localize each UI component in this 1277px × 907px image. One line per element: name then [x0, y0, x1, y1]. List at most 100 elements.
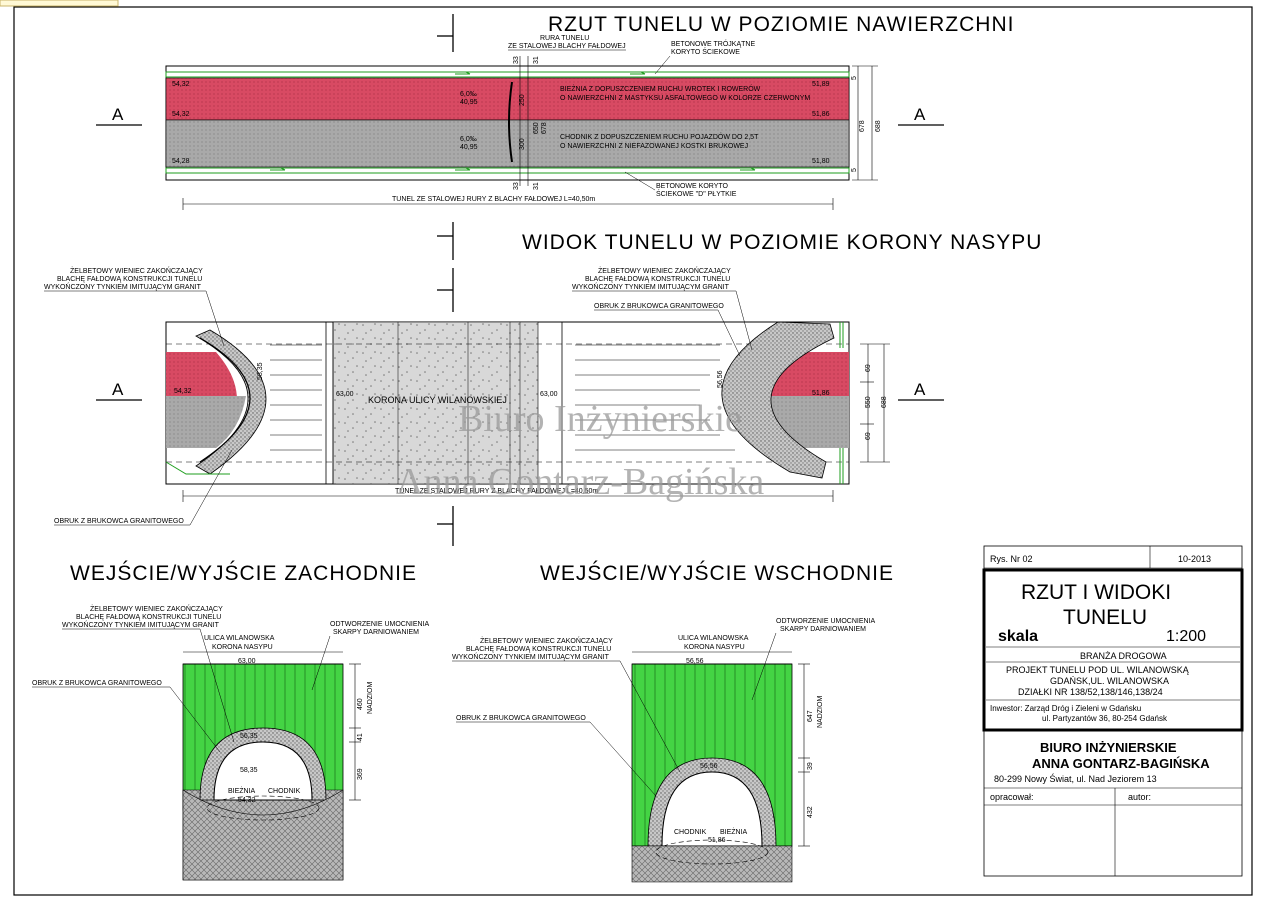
- section-marker-1-top: [437, 14, 454, 52]
- west-street-2: KORONA NASYPU: [212, 644, 273, 651]
- west-level-arc: 56,35: [240, 733, 258, 740]
- note-gutter-top-1: BETONOWE TRÓJKĄTNE: [671, 39, 755, 48]
- road-label: KORONA ULICY WILANOWSKIEJ: [368, 395, 507, 405]
- west-opening: [213, 741, 313, 801]
- view-dim-1: 69: [865, 364, 872, 372]
- west-entrance: WEJŚCIE/WYJŚCIE ZACHODNIE ULICA WILANOWS…: [32, 561, 429, 881]
- dim-mid-4: 650: [533, 122, 540, 134]
- east-note-crown-2: BLACHĘ FAŁDOWĄ KONSTRUKCJI TUNELU: [466, 646, 611, 653]
- view-section: WIDOK TUNELU W POZIOMIE KORONY NASYPU A …: [44, 231, 1042, 546]
- walkway: [165, 119, 850, 168]
- plan-title: RZUT TUNELU W POZIOMIE NAWIERZCHNI: [548, 13, 1014, 36]
- west-lane-left: BIEŻNIA: [228, 786, 256, 795]
- flow-arrows: [270, 71, 756, 171]
- east-entrance: WEJŚCIE/WYJŚCIE WSCHODNIE ULICA WILANOWS…: [452, 561, 894, 883]
- east-dim-1: 647: [807, 710, 814, 722]
- west-street-1: ULICA WILANOWSKA: [204, 635, 275, 642]
- east-dim-label: NADZIOM: [817, 696, 824, 728]
- east-level-top: 56,56: [686, 658, 704, 665]
- west-footing: [206, 795, 320, 821]
- drawing-date: 10-2013: [1178, 554, 1211, 564]
- branch-label: BRANŻA DROGOWA: [1080, 651, 1167, 661]
- view-note-crown-left-2: BLACHĘ FAŁDOWĄ KONSTRUKCJI TUNELU: [57, 276, 202, 283]
- note-pipe-2: ZE STALOWEJ BLACHY FAŁDOWEJ: [508, 43, 626, 50]
- title-block: Rys. Nr 02 10-2013 RZUT I WIDOKI TUNELU …: [982, 545, 1244, 877]
- section-letter: A: [914, 105, 926, 124]
- slope-2b: 40,95: [460, 144, 478, 151]
- watermark-line-1: Biuro Inżynierskie: [458, 398, 742, 440]
- east-note-slope-1: ODTWORZENIE UMOCNIENIA: [776, 618, 875, 625]
- view-level-arc-right: 56,56: [717, 370, 724, 388]
- west-note-crown-1: ŻELBETOWY WIENIEC ZAKOŃCZAJĄCY: [90, 604, 223, 613]
- note-cycle-2: O NAWIERZCHNI Z MASTYKSU ASFALTOWEGO W K…: [560, 95, 810, 102]
- east-note-curb: OBRUK Z BRUKOWCA GRANITOWEGO: [456, 715, 586, 722]
- east-street-2: KORONA NASYPU: [684, 644, 745, 651]
- west-level-top: 63,00: [238, 658, 256, 665]
- drain-bottom: [165, 167, 850, 174]
- note-gutter-bottom-1: BETONOWE KORYTO: [656, 183, 729, 190]
- view-dim-2: 550: [865, 396, 872, 408]
- east-note-crown-3: WYKOŃCZONY TYNKIEM IMITUJĄCYM GRANIT: [452, 652, 610, 661]
- office-line-1: BIURO INŻYNIERSKIE: [1040, 740, 1177, 755]
- investor-line-1: Inwestor: Zarząd Dróg i Zieleni w Gdańsk…: [990, 704, 1141, 713]
- view-note-curb-bottom: OBRUK Z BRUKOWCA GRANITOWEGO: [54, 518, 184, 525]
- plan-length-label: TUNEL ZE STALOWEJ RURY Z BLACHY FAŁDOWEJ…: [392, 196, 595, 203]
- east-note-slope-2: SKARPY DARNIOWANIEM: [780, 626, 866, 633]
- note-gutter-top-2: KORYTO ŚCIEKOWE: [671, 47, 740, 56]
- level-left-3: 54,28: [172, 158, 190, 165]
- drawing-title-1: RZUT I WIDOKI: [1021, 581, 1171, 604]
- dim-right-1: 5: [851, 76, 858, 80]
- portal-left-green: [165, 461, 230, 475]
- corner-tab: [0, 0, 119, 7]
- plan-section: RZUT TUNELU W POZIOMIE NAWIERZCHNI A A: [96, 13, 1014, 260]
- scale-label: skala: [998, 628, 1038, 645]
- east-footing: [655, 839, 769, 865]
- west-title: WEJŚCIE/WYJŚCIE ZACHODNIE: [70, 561, 417, 585]
- sheet-frame: [13, 6, 1253, 896]
- office-address: 80-299 Nowy Świat, ul. Nad Jeziorem 13: [994, 773, 1157, 784]
- slope-1: 6,0‰: [460, 91, 477, 98]
- slope-2: 6,0‰: [460, 136, 477, 143]
- west-dim-1: 460: [357, 698, 364, 710]
- west-level-inner: 58,35: [240, 767, 258, 774]
- view-note-crown-right-2: BLACHĘ FAŁDOWĄ KONSTRUKCJI TUNELU: [585, 276, 730, 283]
- author-label: autor:: [1128, 792, 1151, 802]
- note-walk-2: O NAWIERZCHNI Z NIEFAZOWANEJ KOSTKI BRUK…: [560, 143, 748, 150]
- west-dim-3: 369: [357, 768, 364, 780]
- east-title: WEJŚCIE/WYJŚCIE WSCHODNIE: [540, 561, 894, 585]
- dim-right-2: 678: [859, 120, 866, 132]
- note-gutter-bottom-2: ŚCIEKOWE "D" PŁYTKIE: [656, 189, 737, 198]
- east-level-floor: 51,86: [708, 837, 726, 844]
- view-dim-4: 69: [865, 432, 872, 440]
- section-marker-1-mid: [437, 222, 454, 260]
- drawing-number: Rys. Nr 02: [990, 554, 1033, 564]
- east-street-1: ULICA WILANOWSKA: [678, 635, 749, 642]
- section-marker-1-bottom: [437, 506, 454, 546]
- dim-mid-6: 300: [519, 138, 526, 150]
- view-length-label: TUNEL ZE STALOWEJ RURY Z BLACHY FAŁDOWEJ…: [395, 488, 598, 495]
- west-dim-2: 41: [357, 733, 364, 741]
- view-level-in-left: 54,32: [174, 388, 192, 395]
- dim-mid-8: 31: [533, 182, 540, 190]
- section-letter: A: [112, 380, 124, 399]
- west-base: [182, 789, 344, 881]
- level-left-1: 54,32: [172, 81, 190, 88]
- view-right-dimension: [860, 343, 890, 463]
- west-note-slope-1: ODTWORZENIE UMOCNIENIA: [330, 621, 429, 628]
- view-title: WIDOK TUNELU W POZIOMIE KORONY NASYPU: [522, 231, 1042, 254]
- section-marker-a-left: A: [96, 105, 142, 126]
- road-crown-lines: [397, 322, 521, 484]
- note-pipe-1: RURA TUNELU: [540, 35, 589, 42]
- view-note-crown-left-1: ŻELBETOWY WIENIEC ZAKOŃCZAJĄCY: [70, 266, 203, 275]
- project-line-2: GDAŃSK,UL. WILANOWSKA: [1050, 676, 1169, 686]
- slope-1b: 40,95: [460, 99, 478, 106]
- east-opening: [661, 771, 763, 847]
- east-dim-3: 432: [807, 806, 814, 818]
- view-note-curb-top: OBRUK Z BRUKOWCA GRANITOWEGO: [594, 303, 724, 310]
- level-left-2: 54,32: [172, 111, 190, 118]
- east-lane-left: CHODNIK: [674, 829, 707, 836]
- view-dim-3: 688: [881, 396, 888, 408]
- dim-mid-1: 33: [513, 56, 520, 64]
- view-note-crown-left-3: WYKOŃCZONY TYNKIEM IMITUJĄCYM GRANIT: [44, 282, 202, 291]
